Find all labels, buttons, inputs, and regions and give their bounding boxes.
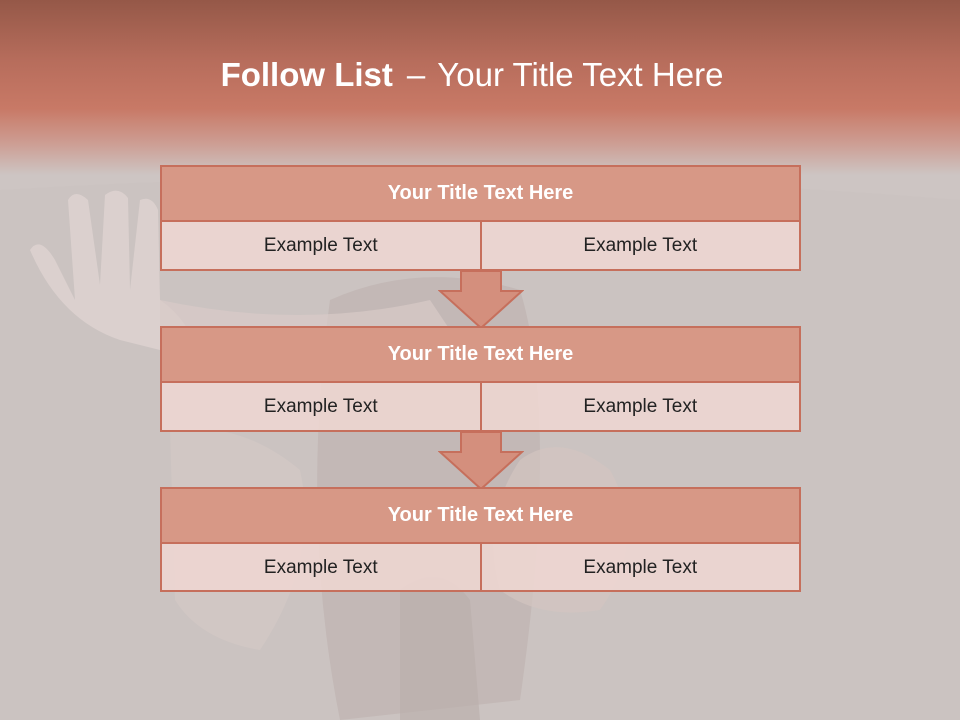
down-arrow-icon: [438, 270, 524, 330]
block-cell-right: Example Text: [479, 383, 800, 430]
block-row: Example Text Example Text: [162, 383, 799, 430]
down-arrow-icon: [438, 431, 524, 491]
block-row: Example Text Example Text: [162, 544, 799, 591]
block-cell-left: Example Text: [263, 395, 378, 417]
list-block-1: Your Title Text Here Example Text Exampl…: [160, 165, 801, 271]
header-band: [0, 0, 960, 175]
title-bold: Follow List: [220, 56, 393, 93]
block-cell-right: Example Text: [479, 222, 800, 269]
block-title: Your Title Text Here: [162, 489, 799, 544]
block-row: Example Text Example Text: [162, 222, 799, 269]
block-cell-left: Example Text: [263, 556, 378, 578]
list-block-2: Your Title Text Here Example Text Exampl…: [160, 326, 801, 432]
block-cell-left: Example Text: [263, 234, 378, 256]
block-title: Your Title Text Here: [162, 328, 799, 383]
block-cell-right: Example Text: [479, 544, 800, 591]
block-title: Your Title Text Here: [162, 167, 799, 222]
title-separator: –: [406, 56, 426, 93]
slide-title: Follow List–Your Title Text Here: [0, 52, 944, 98]
list-block-3: Your Title Text Here Example Text Exampl…: [160, 487, 801, 592]
title-rest: Your Title Text Here: [437, 56, 724, 93]
